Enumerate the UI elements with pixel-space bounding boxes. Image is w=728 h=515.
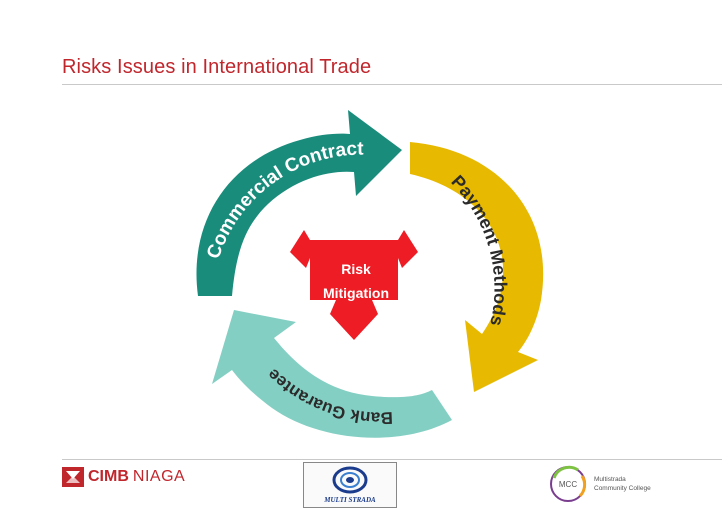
bank-guarantee-arrow: [212, 310, 452, 438]
multistrada-logo: MULTI STRADA: [303, 462, 397, 508]
payment-methods-arrow: [410, 142, 544, 392]
mcc-logo: MCC Multistrada Community College: [548, 464, 651, 504]
cimb-mark-icon: [62, 467, 84, 487]
mcc-name-line2: Community College: [594, 485, 651, 492]
center-label-line2: Mitigation: [323, 285, 389, 301]
mcc-abbr: MCC: [559, 480, 577, 489]
cimb-niaga-logo: CIMB NIAGA: [62, 466, 185, 488]
title-divider: [62, 84, 722, 85]
center-label-line1: Risk: [341, 261, 371, 277]
mcc-emblem-icon: MCC: [550, 465, 587, 502]
niaga-logo-text: NIAGA: [132, 468, 186, 485]
cimb-logo-text: CIMB: [88, 468, 129, 485]
footer-divider: [62, 459, 722, 460]
commercial-contract-arrow: [196, 110, 402, 296]
mcc-name-line1: Multistrada: [594, 476, 626, 483]
risk-mitigation-center: [290, 230, 418, 340]
slide-title: Risks Issues in International Trade: [62, 56, 372, 78]
multistrada-logo-text: MULTI STRADA: [324, 496, 376, 504]
multistrada-emblem-icon: [332, 466, 368, 494]
